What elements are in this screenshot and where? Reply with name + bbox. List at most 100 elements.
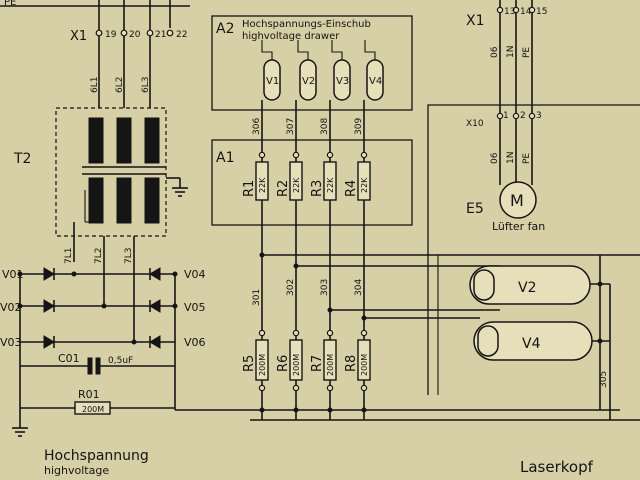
rectifier-bridge: V01 V02 V03 V04 V05 V06 C01 0,5uF 200M R… [0, 267, 206, 437]
terminal-21 [146, 29, 154, 37]
diode-label-v05: V05 [184, 301, 206, 314]
board-name: A1 [216, 150, 234, 166]
output-label-7l1: 7L1 [64, 248, 74, 264]
wire-label-305: 305 [599, 371, 609, 388]
resistor-r8-value: 200M [360, 354, 369, 376]
resistor-r5-value: 200M [258, 354, 267, 376]
wire-label-308: 308 [320, 118, 330, 135]
laser-head-wiring: 301 302 303 304 200M 200M 200M 200M R5 R… [175, 104, 640, 421]
diode-v01-icon [43, 267, 55, 281]
phase-label-6l1: 6L1 [90, 77, 100, 93]
resistor-r5 [255, 339, 269, 381]
transformer-t2: T2 7L1 7L2 7L3 [13, 107, 188, 342]
primary-winding-1 [88, 117, 104, 164]
board-outline [211, 139, 413, 226]
diode-label-v01: V01 [2, 268, 24, 281]
terminal-label-21: 21 [155, 30, 166, 40]
wire-label-306: 306 [252, 118, 262, 135]
diode-label-v04: V04 [184, 268, 206, 281]
resistor-r4-name: R4 [344, 180, 359, 197]
resistor-r4-value: 22K [360, 177, 369, 193]
fan-motor-icon [499, 181, 537, 219]
fan-motor-symbol: M [510, 191, 524, 210]
resistor-r2 [289, 161, 303, 201]
diode-v02-icon [43, 299, 55, 313]
resistor-r01 [74, 401, 111, 415]
resistor-r1-name: R1 [242, 180, 257, 197]
wire-label-06-bottom: 06 [490, 152, 500, 164]
drawer-name: A2 [216, 21, 234, 37]
tube-label-v4: V4 [369, 76, 382, 87]
secondary-winding-3 [144, 177, 160, 224]
terminal-label-13: 13 [504, 7, 515, 17]
output-label-7l2: 7L2 [94, 248, 104, 264]
secondary-winding-1 [88, 177, 104, 224]
tube-label-v3: V3 [336, 76, 349, 87]
drawer-outline [211, 15, 413, 111]
resistor-r1 [255, 161, 269, 201]
caption-right: Laserkopf [520, 458, 594, 476]
resistor-r3 [323, 161, 337, 201]
resistor-r6-name: R6 [276, 355, 291, 372]
fan-label: Lüfter fan [492, 220, 545, 233]
wire-label-307: 307 [286, 118, 296, 135]
wire-label-302: 302 [286, 279, 296, 296]
diode-v06-icon [149, 335, 161, 349]
tube-label-v1: V1 [266, 76, 279, 87]
laser-tube-v2 [469, 265, 591, 305]
resistor-r6 [289, 339, 303, 381]
secondary-winding-2 [116, 177, 132, 224]
output-label-7l3: 7L3 [124, 248, 134, 264]
laser-tube-v4-electrode [477, 325, 499, 357]
terminal-block-x1-left: X1 19 20 21 22 6L1 6L2 6L3 [70, 0, 187, 108]
resistor-r3-value: 22K [326, 177, 335, 193]
wire-label-06-top: 06 [490, 46, 500, 58]
resistor-r01-value: 200M [82, 405, 104, 414]
terminal-label-x10-1: 1 [503, 111, 509, 121]
terminal-label-x10-3: 3 [536, 111, 542, 121]
wire-label-pe-top: PE [522, 47, 532, 58]
diode-v03-icon [43, 335, 55, 349]
resistor-r6-value: 200M [292, 354, 301, 376]
transformer-name: T2 [13, 151, 31, 167]
primary-winding-3 [144, 117, 160, 164]
wire-label-303: 303 [320, 279, 330, 296]
resistor-r4 [357, 161, 371, 201]
resistor-r5-name: R5 [242, 355, 257, 372]
wire-label-304: 304 [354, 279, 364, 296]
diode-label-v03: V03 [0, 336, 22, 349]
primary-winding-2 [116, 117, 132, 164]
resistor-r01-name: R01 [78, 388, 100, 401]
phase-label-6l2: 6L2 [115, 77, 125, 93]
terminal-label-15: 15 [536, 7, 547, 17]
resistor-r7 [323, 339, 337, 381]
resistor-r3-name: R3 [310, 180, 325, 197]
diode-label-v06: V06 [184, 336, 206, 349]
laser-head-outline [427, 104, 640, 395]
terminal-label-20: 20 [129, 30, 141, 40]
wire-label-pe-bottom: PE [522, 153, 532, 164]
terminal-label-22: 22 [176, 30, 187, 40]
terminal-20 [120, 29, 128, 37]
tube-label-v2: V2 [302, 76, 315, 87]
laser-tube-v2-label: V2 [518, 280, 536, 296]
wire-label-309: 309 [354, 118, 364, 135]
terminal-19 [95, 29, 103, 37]
phase-label-6l3: 6L3 [141, 77, 151, 93]
drawer-a2: A2 Hochspannungs-Einschub highvoltage dr… [211, 15, 413, 155]
resistor-r1-value: 22K [258, 177, 267, 193]
diode-v05-icon [149, 299, 161, 313]
wire-label-1n-bottom: 1N [506, 152, 516, 164]
wire-label-1n-top: 1N [506, 46, 516, 58]
terminal-label-x10-2: 2 [520, 111, 526, 121]
terminal-block-right-name: X1 [466, 13, 485, 29]
resistor-r8-name: R8 [344, 355, 359, 372]
terminal-block-x1-right: X1 13 14 15 06 1N PE X10 1 2 3 06 1N PE … [466, 0, 547, 233]
diode-v04-icon [149, 267, 161, 281]
resistor-r7-name: R7 [310, 355, 325, 372]
capacitor-name: C01 [58, 352, 80, 365]
terminal-label-19: 19 [105, 30, 117, 40]
resistor-r2-value: 22K [292, 177, 301, 193]
terminal-22 [166, 29, 174, 37]
